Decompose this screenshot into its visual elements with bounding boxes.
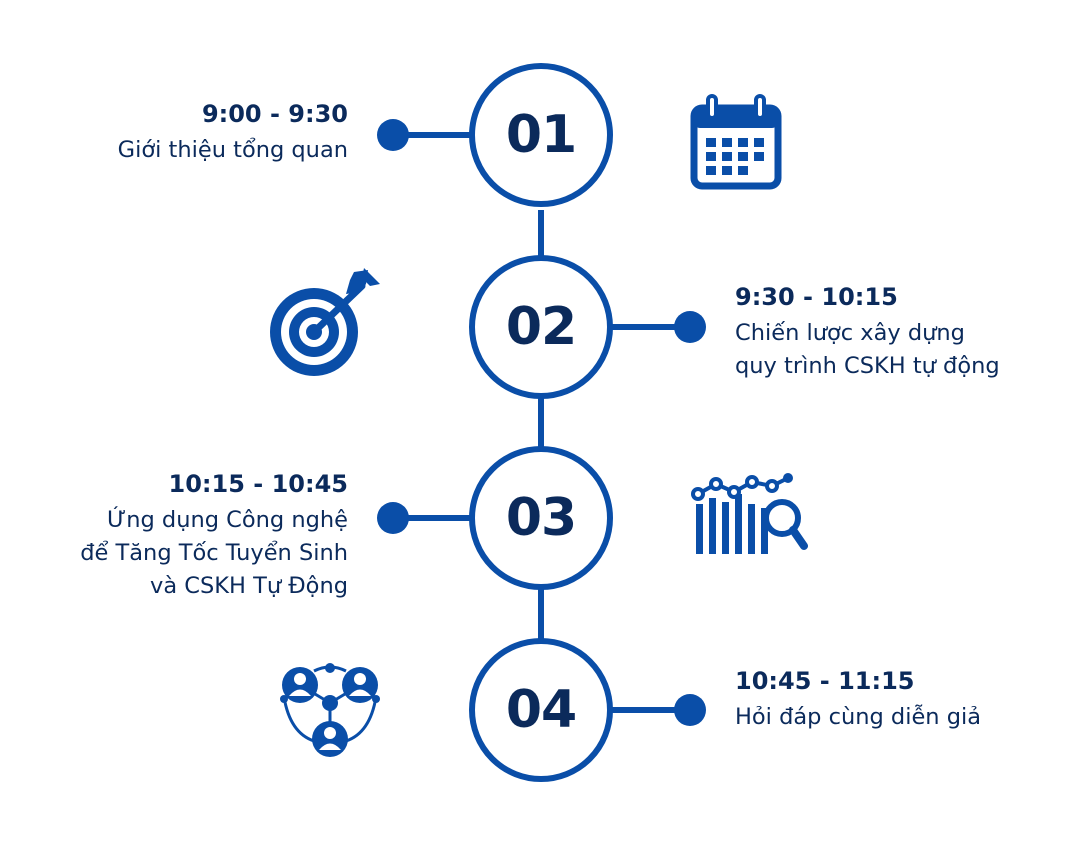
target-icon xyxy=(270,268,380,376)
step-desc-line: Ứng dụng Công nghệ xyxy=(106,507,348,533)
step-time: 9:00 - 9:30 xyxy=(201,100,348,128)
step-text-1: 9:00 - 9:30 Giới thiệu tổng quan xyxy=(118,100,348,167)
step-desc-line: quy trình CSKH tự động xyxy=(735,353,1000,379)
connector-dot-2 xyxy=(674,311,706,343)
step-circle-2: 02 xyxy=(469,255,613,399)
step-time: 10:45 - 11:15 xyxy=(735,667,915,695)
connector-dot-1 xyxy=(377,119,409,151)
step-time: 9:30 - 10:15 xyxy=(735,283,898,311)
step-circle-4: 04 xyxy=(469,638,613,782)
step-desc-line: và CSKH Tự Động xyxy=(150,573,348,599)
step-desc-line: để Tăng Tốc Tuyển Sinh xyxy=(80,540,348,566)
step-desc-line: Giới thiệu tổng quan xyxy=(117,137,348,163)
people-network-icon xyxy=(280,663,380,757)
step-circle-1: 01 xyxy=(469,63,613,207)
connector-dot-3 xyxy=(377,502,409,534)
step-text-4: 10:45 - 11:15 Hỏi đáp cùng diễn giả xyxy=(735,667,981,734)
calendar-icon xyxy=(690,94,782,190)
step-number: 01 xyxy=(505,105,577,165)
connector-dot-4 xyxy=(674,694,706,726)
step-desc-line: Chiến lược xây dựng xyxy=(735,320,965,346)
step-number: 02 xyxy=(505,297,577,357)
step-text-3: 10:15 - 10:45 Ứng dụng Công nghệ để Tăng… xyxy=(80,470,348,603)
step-time: 10:15 - 10:45 xyxy=(168,470,348,498)
step-circle-3: 03 xyxy=(469,446,613,590)
analytics-search-icon xyxy=(691,473,808,554)
step-desc-line: Hỏi đáp cùng diễn giả xyxy=(735,704,982,730)
step-text-2: 9:30 - 10:15 Chiến lược xây dựng quy trì… xyxy=(735,283,1000,383)
step-number: 04 xyxy=(505,680,577,740)
step-number: 03 xyxy=(505,488,577,548)
